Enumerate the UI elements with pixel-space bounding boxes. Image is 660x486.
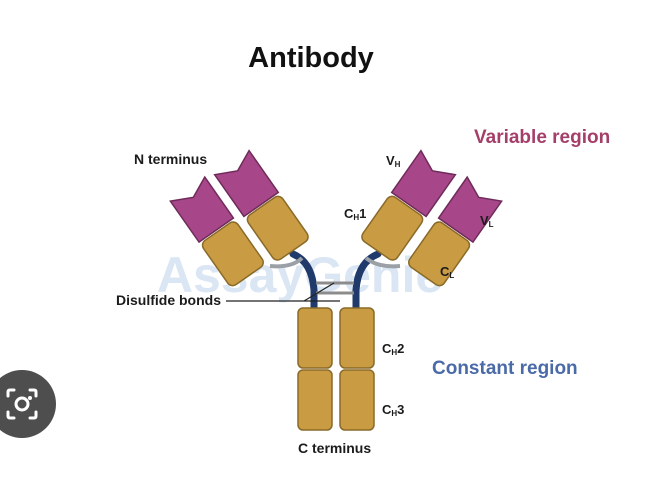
vh-domain-right bbox=[390, 149, 457, 218]
variable-region-label: Variable region bbox=[474, 127, 611, 148]
light-chain-link-right bbox=[364, 256, 401, 269]
ch1-label: CH1 bbox=[344, 206, 367, 222]
page-title: Antibody bbox=[248, 42, 374, 74]
vl-domain-right bbox=[437, 175, 503, 244]
vh-domain-left bbox=[213, 149, 280, 218]
disulfide-bonds-label: Disulfide bonds bbox=[116, 292, 221, 308]
left-light-chain bbox=[169, 175, 264, 287]
ch3-domain-right bbox=[339, 369, 375, 431]
left-heavy-chain bbox=[213, 149, 309, 261]
c-terminus-label: C terminus bbox=[298, 440, 372, 456]
ch2-label: CH2 bbox=[382, 341, 405, 357]
cl-label: CL bbox=[440, 264, 455, 280]
ch1-domain-left bbox=[246, 195, 309, 261]
constant-region-label: Constant region bbox=[432, 358, 578, 379]
cl-domain-left bbox=[201, 221, 264, 287]
ch3-domain-left bbox=[297, 369, 333, 431]
disulfide-pointer-2 bbox=[303, 282, 335, 302]
ch3-label: CH3 bbox=[382, 402, 405, 418]
vl-domain-left bbox=[169, 175, 235, 244]
heavy-chain-hinge-left bbox=[289, 250, 318, 312]
ch2-domain-right bbox=[339, 307, 375, 369]
right-heavy-chain bbox=[361, 149, 457, 261]
vl-label: VL bbox=[480, 213, 494, 229]
light-chain-link-left bbox=[269, 256, 304, 269]
image-search-button[interactable] bbox=[0, 370, 56, 438]
heavy-chain-hinge-right bbox=[352, 250, 382, 312]
ch1-domain-right bbox=[361, 195, 424, 261]
ch2-domain-left bbox=[297, 307, 333, 369]
camera-search-icon bbox=[6, 388, 38, 420]
n-terminus-label: N terminus bbox=[134, 151, 208, 167]
right-light-chain bbox=[408, 175, 503, 287]
vh-label: VH bbox=[386, 153, 401, 169]
cl-domain-right bbox=[408, 221, 471, 287]
